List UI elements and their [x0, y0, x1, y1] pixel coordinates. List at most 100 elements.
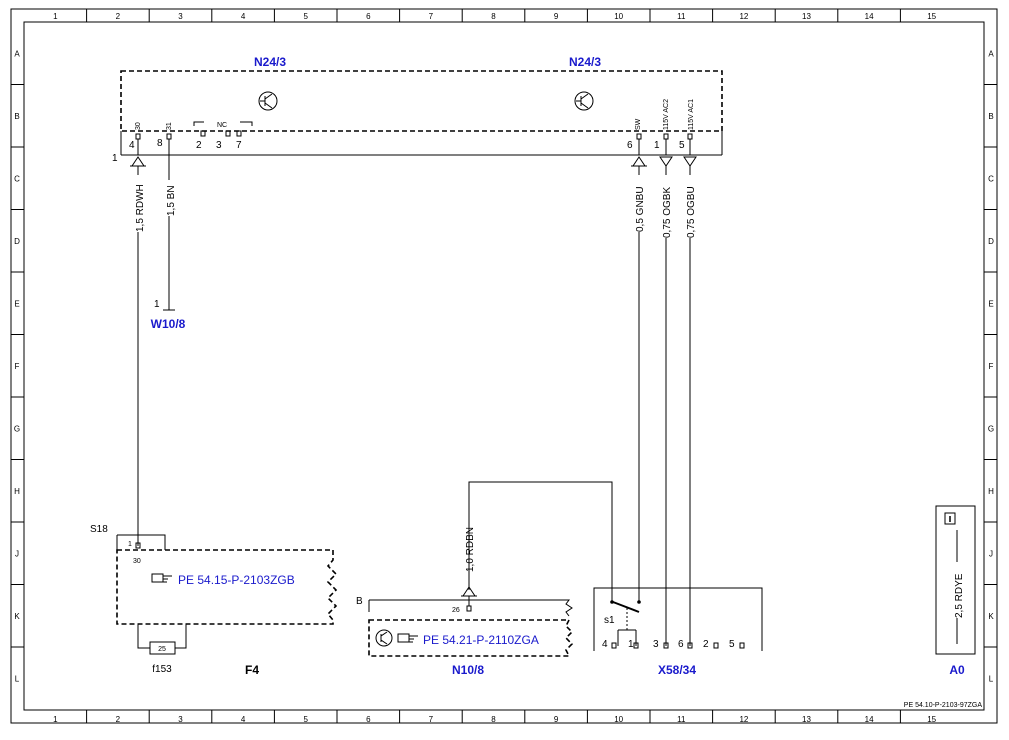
grid-row-label: G [988, 424, 994, 433]
x58-pin-f: 5 [729, 639, 735, 650]
pin-30-label: 30 [135, 122, 142, 130]
pin-ac2-label: 115V AC2 [663, 99, 670, 130]
pin-number-1: 1 [654, 140, 660, 151]
grid-row-label: C [988, 174, 994, 183]
wire-ogbk-label: 0,75 OGBK [662, 187, 673, 238]
wire-rdye-label: 2,5 RDYE [954, 573, 965, 618]
x58-pin-a: 4 [602, 639, 608, 650]
grid-row-label: J [15, 549, 19, 558]
grid-row-label: E [14, 299, 19, 308]
switch-icon [610, 600, 641, 630]
n24-module-border [120, 70, 723, 132]
nc-label: NC [217, 122, 227, 129]
grid-labels: 1122334455667788991010111112121313141415… [11, 9, 997, 724]
fuse-icon [149, 641, 176, 655]
connector-1-label: 1 [112, 153, 118, 164]
nc-bracket [193, 121, 253, 126]
grid-column-label: 12 [739, 715, 748, 724]
s18-pin-label: 1 [128, 541, 132, 548]
grid-column-label: 1 [53, 12, 58, 21]
pin-sw-label: SW [635, 118, 642, 130]
grid-column-label: 4 [241, 715, 246, 724]
grid-row-label: L [15, 674, 20, 683]
pointing-hand-icon [151, 573, 172, 583]
wire-rdbn-label: 1,0 RDBN [465, 527, 476, 572]
n10-reference-link[interactable]: PE 54.21-P-2110ZGA [423, 633, 539, 647]
pin-number-3: 3 [216, 140, 222, 151]
f4-label: F4 [245, 663, 259, 677]
grid-row-label: B [14, 112, 19, 121]
grid-column-label: 8 [491, 715, 496, 724]
inner-frame [23, 21, 985, 711]
f153-label: f153 [152, 664, 172, 675]
grid-column-label: 8 [491, 12, 496, 21]
grid-column-label: 11 [677, 12, 686, 21]
grid-column-label: 10 [614, 715, 623, 724]
pointing-hand-icon [397, 633, 418, 643]
grid-column-label: 2 [116, 715, 121, 724]
grid-row-label: C [14, 174, 20, 183]
grid-row-label: L [989, 674, 994, 683]
grid-row-label: H [14, 487, 20, 496]
pin-number-8: 8 [157, 138, 163, 149]
n24-pin-stubs [135, 130, 693, 140]
transistor-icon [574, 91, 594, 111]
document-id: PE 54.10-P-2103-97ZGA [904, 702, 983, 709]
grid-column-label: 9 [554, 715, 559, 724]
grid-row-label: D [988, 237, 994, 246]
n10-pin-label: 26 [452, 607, 460, 614]
f4-module-border [116, 549, 338, 625]
grid-column-label: 5 [303, 715, 308, 724]
connector-arrow-up [130, 156, 146, 167]
grid-column-label: 5 [303, 12, 308, 21]
pin-31-label: 31 [166, 122, 173, 130]
fuse-value: 25 [158, 646, 166, 653]
grid-row-label: F [989, 362, 994, 371]
pin-number-5: 5 [679, 140, 685, 151]
x58-pin-c: 3 [653, 639, 659, 650]
x58-pin-d: 6 [678, 639, 684, 650]
grid-row-label: A [988, 49, 994, 58]
wire-ogbu-label: 0,75 OGBU [686, 186, 697, 238]
grid-column-label: 13 [802, 715, 811, 724]
pin-ac1-label: 115V AC1 [688, 99, 695, 130]
grid-column-label: 11 [677, 715, 686, 724]
transistor-icon [258, 91, 278, 111]
motor-icon [375, 629, 393, 647]
grid-column-label: 7 [429, 715, 434, 724]
x58-pin-stubs [611, 642, 745, 649]
grid-row-label: J [989, 549, 993, 558]
grid-row-label: E [988, 299, 993, 308]
grid-row-label: F [15, 362, 20, 371]
pin-number-7: 7 [236, 140, 242, 151]
connector-b-label: B [356, 596, 363, 607]
grid-row-label: D [14, 237, 20, 246]
grid-column-label: 14 [865, 12, 874, 21]
pin-number-2: 2 [196, 140, 202, 151]
a0-box [935, 505, 976, 655]
s18-label: S18 [90, 524, 108, 535]
grid-column-label: 7 [429, 12, 434, 21]
x58-label: X58/34 [658, 663, 696, 677]
grid-row-label: H [988, 487, 994, 496]
grid-row-label: K [988, 612, 994, 621]
grid-column-label: 3 [178, 12, 183, 21]
grid-column-label: 15 [927, 715, 936, 724]
n10-label: N10/8 [452, 663, 484, 677]
f4-reference-link[interactable]: PE 54.15-P-2103ZGB [178, 573, 295, 587]
wire-bn-label: 1,5 BN [166, 185, 177, 216]
grid-row-label: G [14, 424, 20, 433]
grid-column-label: 6 [366, 12, 371, 21]
n24-label-right: N24/3 [569, 55, 601, 69]
grid-column-label: 4 [241, 12, 246, 21]
w10-pin-label: 1 [154, 299, 160, 310]
grid-column-label: 1 [53, 715, 58, 724]
grid-column-label: 13 [802, 12, 811, 21]
connector-arrow-up [631, 156, 647, 167]
grid-row-label: K [14, 612, 20, 621]
grid-column-label: 2 [116, 12, 121, 21]
grid-column-label: 15 [927, 12, 936, 21]
s1-label: s1 [604, 615, 615, 626]
